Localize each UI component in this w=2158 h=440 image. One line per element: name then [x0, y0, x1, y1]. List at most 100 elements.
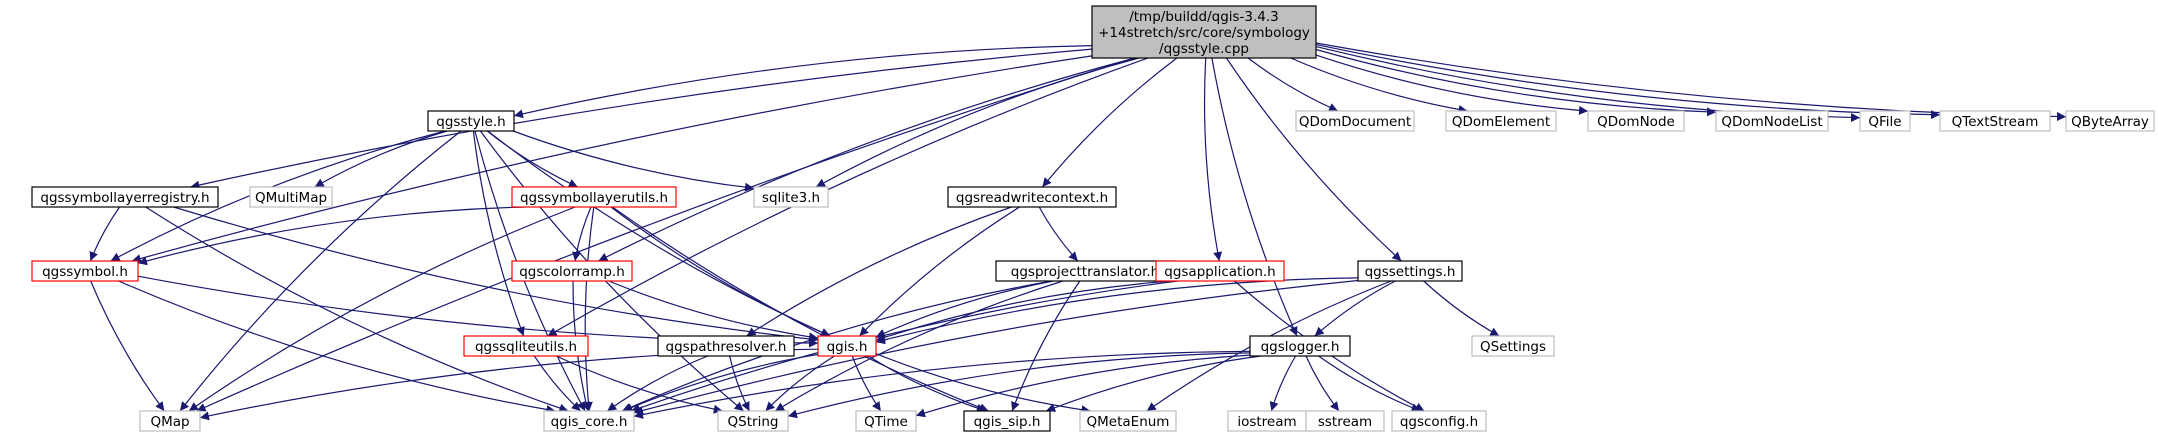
node-qgscolorramp-h[interactable]: qgscolorramp.h [511, 260, 633, 282]
node-label: QFile [1868, 114, 1901, 130]
node-qgssqliteutils-h[interactable]: qgssqliteutils.h [463, 335, 589, 357]
node-label: qgis_core.h [551, 414, 628, 430]
edge-qgsapplication_h-to-qgis_core_h [630, 280, 1178, 413]
node-box [855, 410, 917, 432]
node-label: QSettings [1480, 339, 1546, 355]
edge-qgis_h-to-qmetaenum [875, 353, 1091, 415]
node-label: qgslogger.h [1261, 339, 1340, 355]
node-qgssymbol-h[interactable]: qgssymbol.h [31, 260, 139, 282]
edge-qgslogger_h-to-qtime [915, 354, 1251, 418]
edge-qgslogger_h-to-iostream [1269, 355, 1297, 412]
node-qmap: QMap [139, 410, 201, 432]
node-label: qgssqliteutils.h [475, 339, 577, 355]
node-label: qgsapplication.h [1164, 264, 1276, 280]
edge-qgscolorramp_h-to-qgis_h [608, 280, 819, 342]
edge-qgsstyle_h-to-qgssqliteutils_h [472, 130, 525, 337]
edge-qgssymbol_h-to-qgis_core_h [118, 280, 556, 414]
node-label: QTime [864, 414, 908, 430]
node-box [1091, 5, 1317, 59]
node-label: QMap [150, 414, 189, 430]
edge-qgslogger_h-to-qgis_core_h [633, 350, 1251, 419]
node-box [1391, 410, 1487, 432]
node-label: qgscolorramp.h [519, 264, 625, 280]
node-box [1715, 110, 1829, 132]
node-box [1295, 110, 1415, 132]
node-root: /tmp/buildd/qgis-3.4.3+14stretch/src/cor… [1091, 5, 1317, 59]
edge-root-to-qbytearray [1315, 42, 2067, 122]
edge-qgsstyle_h-to-qgssymbol_h [110, 130, 446, 262]
edge-root-to-qgssymbol_h [131, 55, 1093, 263]
edges-layer [89, 42, 2067, 421]
edge-qgsstyle_h-to-sqlite3_h [512, 130, 755, 192]
edge-qgis_h-to-qstring [765, 355, 835, 412]
node-box [717, 410, 789, 432]
edge-root-to-qdomelement [1290, 57, 1468, 114]
nodes-layer: /tmp/buildd/qgis-3.4.3+14stretch/src/cor… [31, 5, 2155, 432]
edge-root-to-qgsreadwritecontext_h [1041, 57, 1178, 188]
node-qmultimap: QMultiMap [249, 186, 333, 208]
node-label: QDomNodeList [1721, 114, 1822, 130]
node-qgssymbollayerutils-h[interactable]: qgssymbollayerutils.h [511, 186, 677, 208]
node-qgsreadwritecontext-h[interactable]: qgsreadwritecontext.h [947, 186, 1117, 208]
node-label: qgssettings.h [1365, 264, 1456, 280]
node-box [817, 335, 877, 357]
edge-root-to-qgscolorramp_h [598, 57, 1136, 262]
edge-root-to-qgssymbollayerregistry_h [190, 48, 1093, 190]
edge-root-to-qgssqliteutils_h [547, 57, 1149, 337]
node-qgis-sip-h[interactable]: qgis_sip.h [963, 410, 1051, 432]
node-label: /qgsstyle.cpp [1159, 41, 1249, 57]
node-box [31, 260, 139, 282]
edge-qgssqliteutils_h-to-qgis_core_h [533, 355, 582, 412]
node-iostream: iostream [1227, 410, 1307, 432]
node-label: QDomElement [1452, 114, 1550, 130]
edge-root-to-sqlite3_h [815, 57, 1140, 188]
edge-qgssettings_h-to-qgis_h [875, 277, 1359, 345]
node-label: qgsstyle.h [436, 114, 505, 130]
edge-qgsstyle_h-to-qgis_h [487, 130, 831, 337]
node-sstream: sstream [1305, 410, 1385, 432]
node-qgis-h[interactable]: qgis.h [817, 335, 877, 357]
edge-qgis_h-to-qtime [851, 355, 882, 412]
node-label: qgssymbollayerregistry.h [40, 190, 209, 206]
node-box [31, 186, 219, 208]
edge-qgssymbol_h-to-qgis_h [137, 275, 819, 348]
edge-qgssymbollayerutils_h-to-qgscolorramp_h [572, 206, 592, 262]
node-label: QMetaEnum [1087, 414, 1170, 430]
node-qmetaenum: QMetaEnum [1079, 410, 1177, 432]
node-box [1471, 335, 1555, 357]
node-qgspathresolver-h[interactable]: qgspathresolver.h [657, 335, 795, 357]
edge-qgsprojecttranslator_h-to-qgis_h [875, 280, 1054, 338]
node-qgssymbollayerregistry-h[interactable]: qgssymbollayerregistry.h [31, 186, 219, 208]
node-label: sqlite3.h [762, 190, 820, 206]
edge-qgsstyle_h-to-qmap [179, 130, 462, 412]
node-box [543, 410, 635, 432]
node-qgsprojecttranslator-h[interactable]: qgsprojecttranslator.h [995, 260, 1175, 282]
node-qgis-core-h: qgis_core.h [543, 410, 635, 432]
edge-qgssymbollayerregistry_h-to-qgis_core_h [145, 206, 569, 413]
edge-qgspathresolver_h-to-qstring [729, 355, 750, 412]
node-box [1859, 110, 1911, 132]
node-label: QString [728, 414, 779, 430]
node-label: qgssymbollayerutils.h [520, 190, 668, 206]
node-label: qgsreadwritecontext.h [956, 190, 1108, 206]
node-box [657, 335, 795, 357]
node-qtime: QTime [855, 410, 917, 432]
node-box [511, 260, 633, 282]
edge-qgsprojecttranslator_h-to-qstring [774, 280, 1064, 412]
node-label: qgsconfig.h [1400, 414, 1478, 430]
edge-qgis_h-to-qmap [199, 348, 819, 421]
node-qgsstyle-h[interactable]: qgsstyle.h [427, 110, 515, 132]
node-qstring: QString [717, 410, 789, 432]
edge-qgsreadwritecontext_h-to-qgsprojecttranslator_h [1038, 206, 1079, 262]
node-qdomelement: QDomElement [1445, 110, 1557, 132]
node-box [1357, 260, 1463, 282]
node-label: +14stretch/src/core/symbology [1098, 25, 1310, 41]
node-qgslogger-h[interactable]: qgslogger.h [1249, 335, 1351, 357]
edge-qgssymbollayerutils_h-to-qgis_sip_h [612, 206, 989, 412]
node-qgssettings-h[interactable]: qgssettings.h [1357, 260, 1463, 282]
edge-qgis_h-to-qgis_core_h [623, 353, 819, 412]
node-qgsapplication-h[interactable]: qgsapplication.h [1155, 260, 1285, 282]
node-box [1155, 260, 1285, 282]
edge-qgslogger_h-to-qgsconfig_h [1318, 355, 1421, 412]
node-qfile: QFile [1859, 110, 1911, 132]
